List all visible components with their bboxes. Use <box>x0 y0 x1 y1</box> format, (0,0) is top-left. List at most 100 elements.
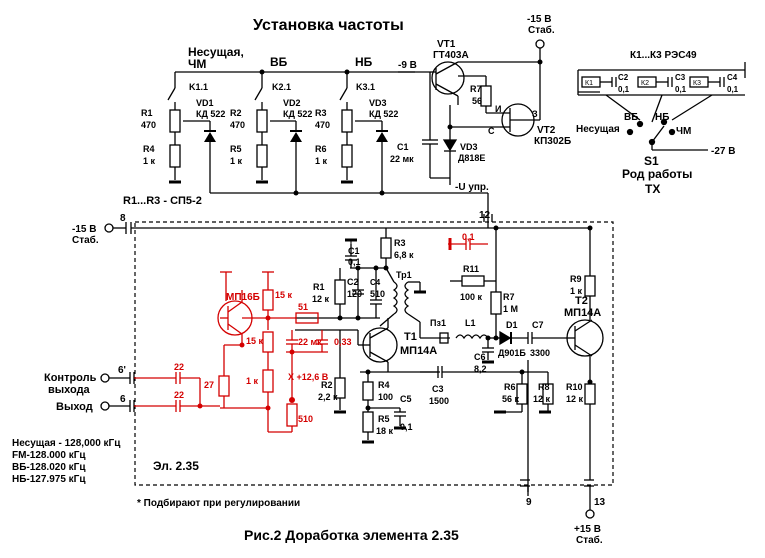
label-red-51: 51 <box>298 302 308 312</box>
label-r9-value: 1 к <box>570 286 583 296</box>
label-pin6-prime: 6' <box>118 365 126 376</box>
label-minus9v: -9 В <box>398 60 417 71</box>
label-r6-board-value: 56 к <box>502 394 520 404</box>
label-c2-top-value: 0,1 <box>618 85 630 94</box>
label-carrier: Несущая, <box>188 45 244 59</box>
label-s1-mode: Род работы <box>622 167 692 181</box>
label-r2: R2 <box>230 108 242 118</box>
label-red-27: 27 <box>204 380 214 390</box>
label-plus12v6: X +12,6 В <box>288 372 329 382</box>
label-r7-board-value: 1 М <box>503 304 518 314</box>
label-r8: R8 <box>538 382 550 392</box>
label-pin8: 8 <box>120 213 126 224</box>
label-r6-board: R6 <box>504 382 516 392</box>
label-r-group: R1...R3 - СП5-2 <box>123 195 202 207</box>
element-label: Эл. 2.35 <box>153 459 199 473</box>
label-c4-board: С4 <box>370 278 381 287</box>
label-c4-top: С4 <box>727 73 738 82</box>
label-output: Выход <box>56 401 93 413</box>
label-plus15v: +15 В <box>574 524 601 535</box>
freq-vb: ВБ-128.020 кГц <box>12 462 86 473</box>
label-r2-board: R2 <box>321 380 333 390</box>
figure-caption: Рис.2 Доработка элемента 2.35 <box>244 527 459 543</box>
label-k21: K2.1 <box>272 82 291 92</box>
label-c5: С5 <box>400 394 412 404</box>
label-c4-board-value: 510 <box>370 289 385 299</box>
label-c4-top-value: 0,1 <box>727 85 739 94</box>
label-d1-type: Д901Б <box>498 348 526 358</box>
label-r3-board-value: 6,8 к <box>394 250 414 260</box>
label-mp16b: МП16Б <box>226 292 260 303</box>
label-vd3-zener-type: Д818Е <box>458 153 485 163</box>
label-vd3-zener: VD3 <box>460 142 478 152</box>
label-stab-top: Стаб. <box>528 24 555 36</box>
label-u-control: -U упр. <box>455 182 489 193</box>
label-s-fm: ЧМ <box>676 126 691 137</box>
label-stab-pin8: Стаб. <box>72 234 99 246</box>
label-r4-value: 1 к <box>143 156 156 166</box>
freq-nb: НБ-127.975 кГц <box>12 474 86 485</box>
element-border <box>134 221 614 486</box>
label-r11-value: 100 к <box>460 292 483 302</box>
label-r4-board: R4 <box>378 380 390 390</box>
label-r5-board-value: 18 к <box>376 426 394 436</box>
label-c5-value: 0,1 <box>400 422 413 432</box>
label-red-15k: 15 к <box>246 336 264 346</box>
label-c7-value: 3300 <box>530 348 550 358</box>
label-tr1: Тр1 <box>396 270 412 280</box>
label-pz1: Пз1 <box>430 318 446 328</box>
label-vd2: VD2 <box>283 98 301 108</box>
label-r9: R9 <box>570 274 582 284</box>
label-r1: R1 <box>141 108 153 118</box>
label-r10: R10 <box>566 382 583 392</box>
label-r1-board: R1 <box>313 282 325 292</box>
label-vt2: VT2 <box>537 125 556 136</box>
board-wiring <box>100 214 604 519</box>
label-r5-value: 1 к <box>230 156 243 166</box>
label-output-control: Контроль <box>44 372 97 384</box>
label-r1-board-value: 12 к <box>312 294 330 304</box>
label-s-carrier: Несущая <box>576 124 620 135</box>
label-k31: K3.1 <box>356 82 375 92</box>
label-vt2-type: КП302Б <box>534 136 571 147</box>
freq-fm: FM-128.000 кГц <box>12 450 86 461</box>
label-red-22-a: 22 <box>174 362 184 372</box>
label-red-01: 0,1 <box>462 232 475 242</box>
label-minus27v: -27 В <box>711 146 735 157</box>
footnote: * Подбирают при регулировании <box>137 497 300 509</box>
label-fm: ЧМ <box>188 57 206 71</box>
label-pin12: 12 <box>479 210 491 221</box>
label-c2-board-value: 120 <box>347 289 362 299</box>
label-c2-top: С2 <box>618 73 629 82</box>
label-vt1-type: ГТ403А <box>433 50 469 61</box>
label-c2-board: С2 <box>347 277 359 287</box>
label-c3-top-value: 0,1 <box>675 85 687 94</box>
label-r4-board-value: 100 <box>378 392 393 402</box>
label-c7: C7 <box>532 320 544 330</box>
label-r5-board: R5 <box>378 414 390 424</box>
label-vd3: VD3 <box>369 98 387 108</box>
label-vd3-type: КД 522 <box>369 109 398 119</box>
label-r10-value: 12 к <box>566 394 584 404</box>
label-r6-value: 1 к <box>315 156 328 166</box>
label-pin-z: З <box>532 109 538 119</box>
labels: Установка частоты Несущая, ЧМ ВБ НБ K1.1… <box>12 14 739 546</box>
label-c6: С6 <box>474 352 486 362</box>
label-red-033: 0,33 <box>334 337 352 347</box>
diagram-title: Установка частоты <box>253 17 404 34</box>
label-t1: Т1 <box>404 331 417 343</box>
label-l1: L1 <box>465 318 476 328</box>
label-vd2-type: КД 522 <box>283 109 312 119</box>
label-c6-value: 8,2 <box>474 364 487 374</box>
label-red-22-b: 22 <box>174 390 184 400</box>
label-minus15v-top: -15 В <box>527 14 551 25</box>
label-r3-board: R3 <box>394 238 406 248</box>
label-c3-board: С3 <box>432 384 444 394</box>
label-t2: Т2 <box>575 295 588 307</box>
junctions <box>259 59 593 411</box>
label-vt1: VT1 <box>437 39 456 50</box>
label-t1-type: МП14А <box>400 345 437 357</box>
label-s1: S1 <box>644 154 659 168</box>
label-r2-board-value: 2,2 к <box>318 392 338 402</box>
